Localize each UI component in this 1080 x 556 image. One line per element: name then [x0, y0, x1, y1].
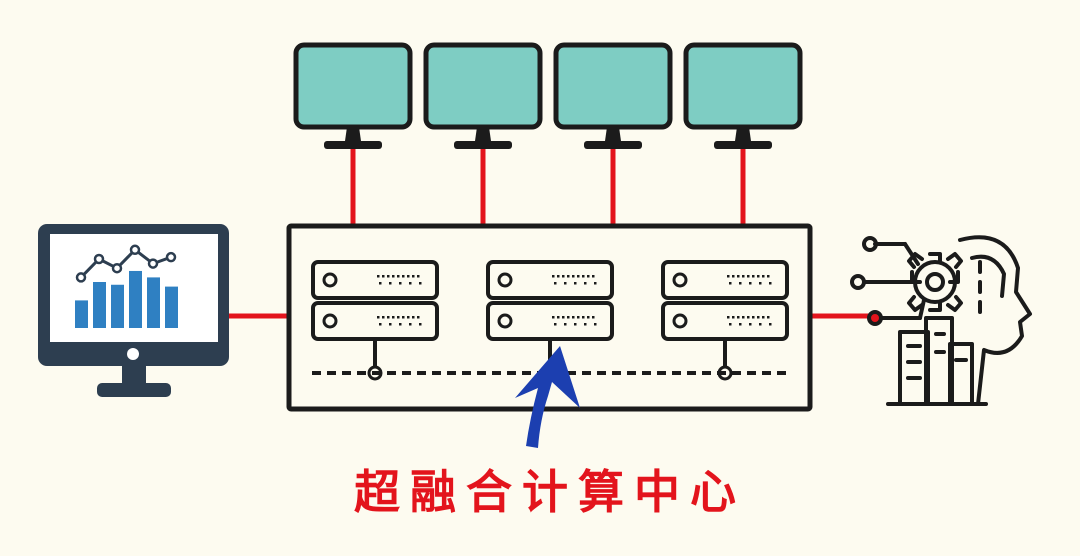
diagram-caption: 超融合计算中心	[354, 465, 746, 519]
monitor-icon	[683, 42, 803, 149]
server-stack-icon	[486, 260, 614, 381]
chart-point	[93, 253, 105, 265]
server-group	[311, 260, 789, 381]
chart-bar	[147, 277, 160, 328]
chart-bar	[93, 282, 106, 328]
analytics-chart	[75, 244, 178, 328]
monitor-icon	[293, 42, 413, 149]
chart-point	[147, 258, 159, 269]
chart-bar	[75, 300, 88, 328]
chart-point	[165, 251, 177, 263]
chart-bar	[165, 286, 178, 328]
chart-point	[111, 262, 123, 274]
analytics-monitor-icon	[38, 224, 229, 397]
monitor-icon	[553, 42, 673, 149]
chart-bar	[111, 284, 124, 328]
connector-lines	[229, 148, 875, 319]
arrow-up-icon	[515, 346, 580, 448]
data-center-box	[286, 223, 813, 412]
monitor-icon	[423, 42, 543, 149]
chart-bar	[129, 270, 142, 328]
client-monitors	[293, 42, 803, 149]
chart-point	[75, 272, 87, 283]
chart-point	[129, 244, 141, 256]
server-stack-icon	[311, 260, 439, 381]
server-stack-icon	[661, 260, 789, 381]
ai-head-gear-icon	[850, 235, 1032, 406]
